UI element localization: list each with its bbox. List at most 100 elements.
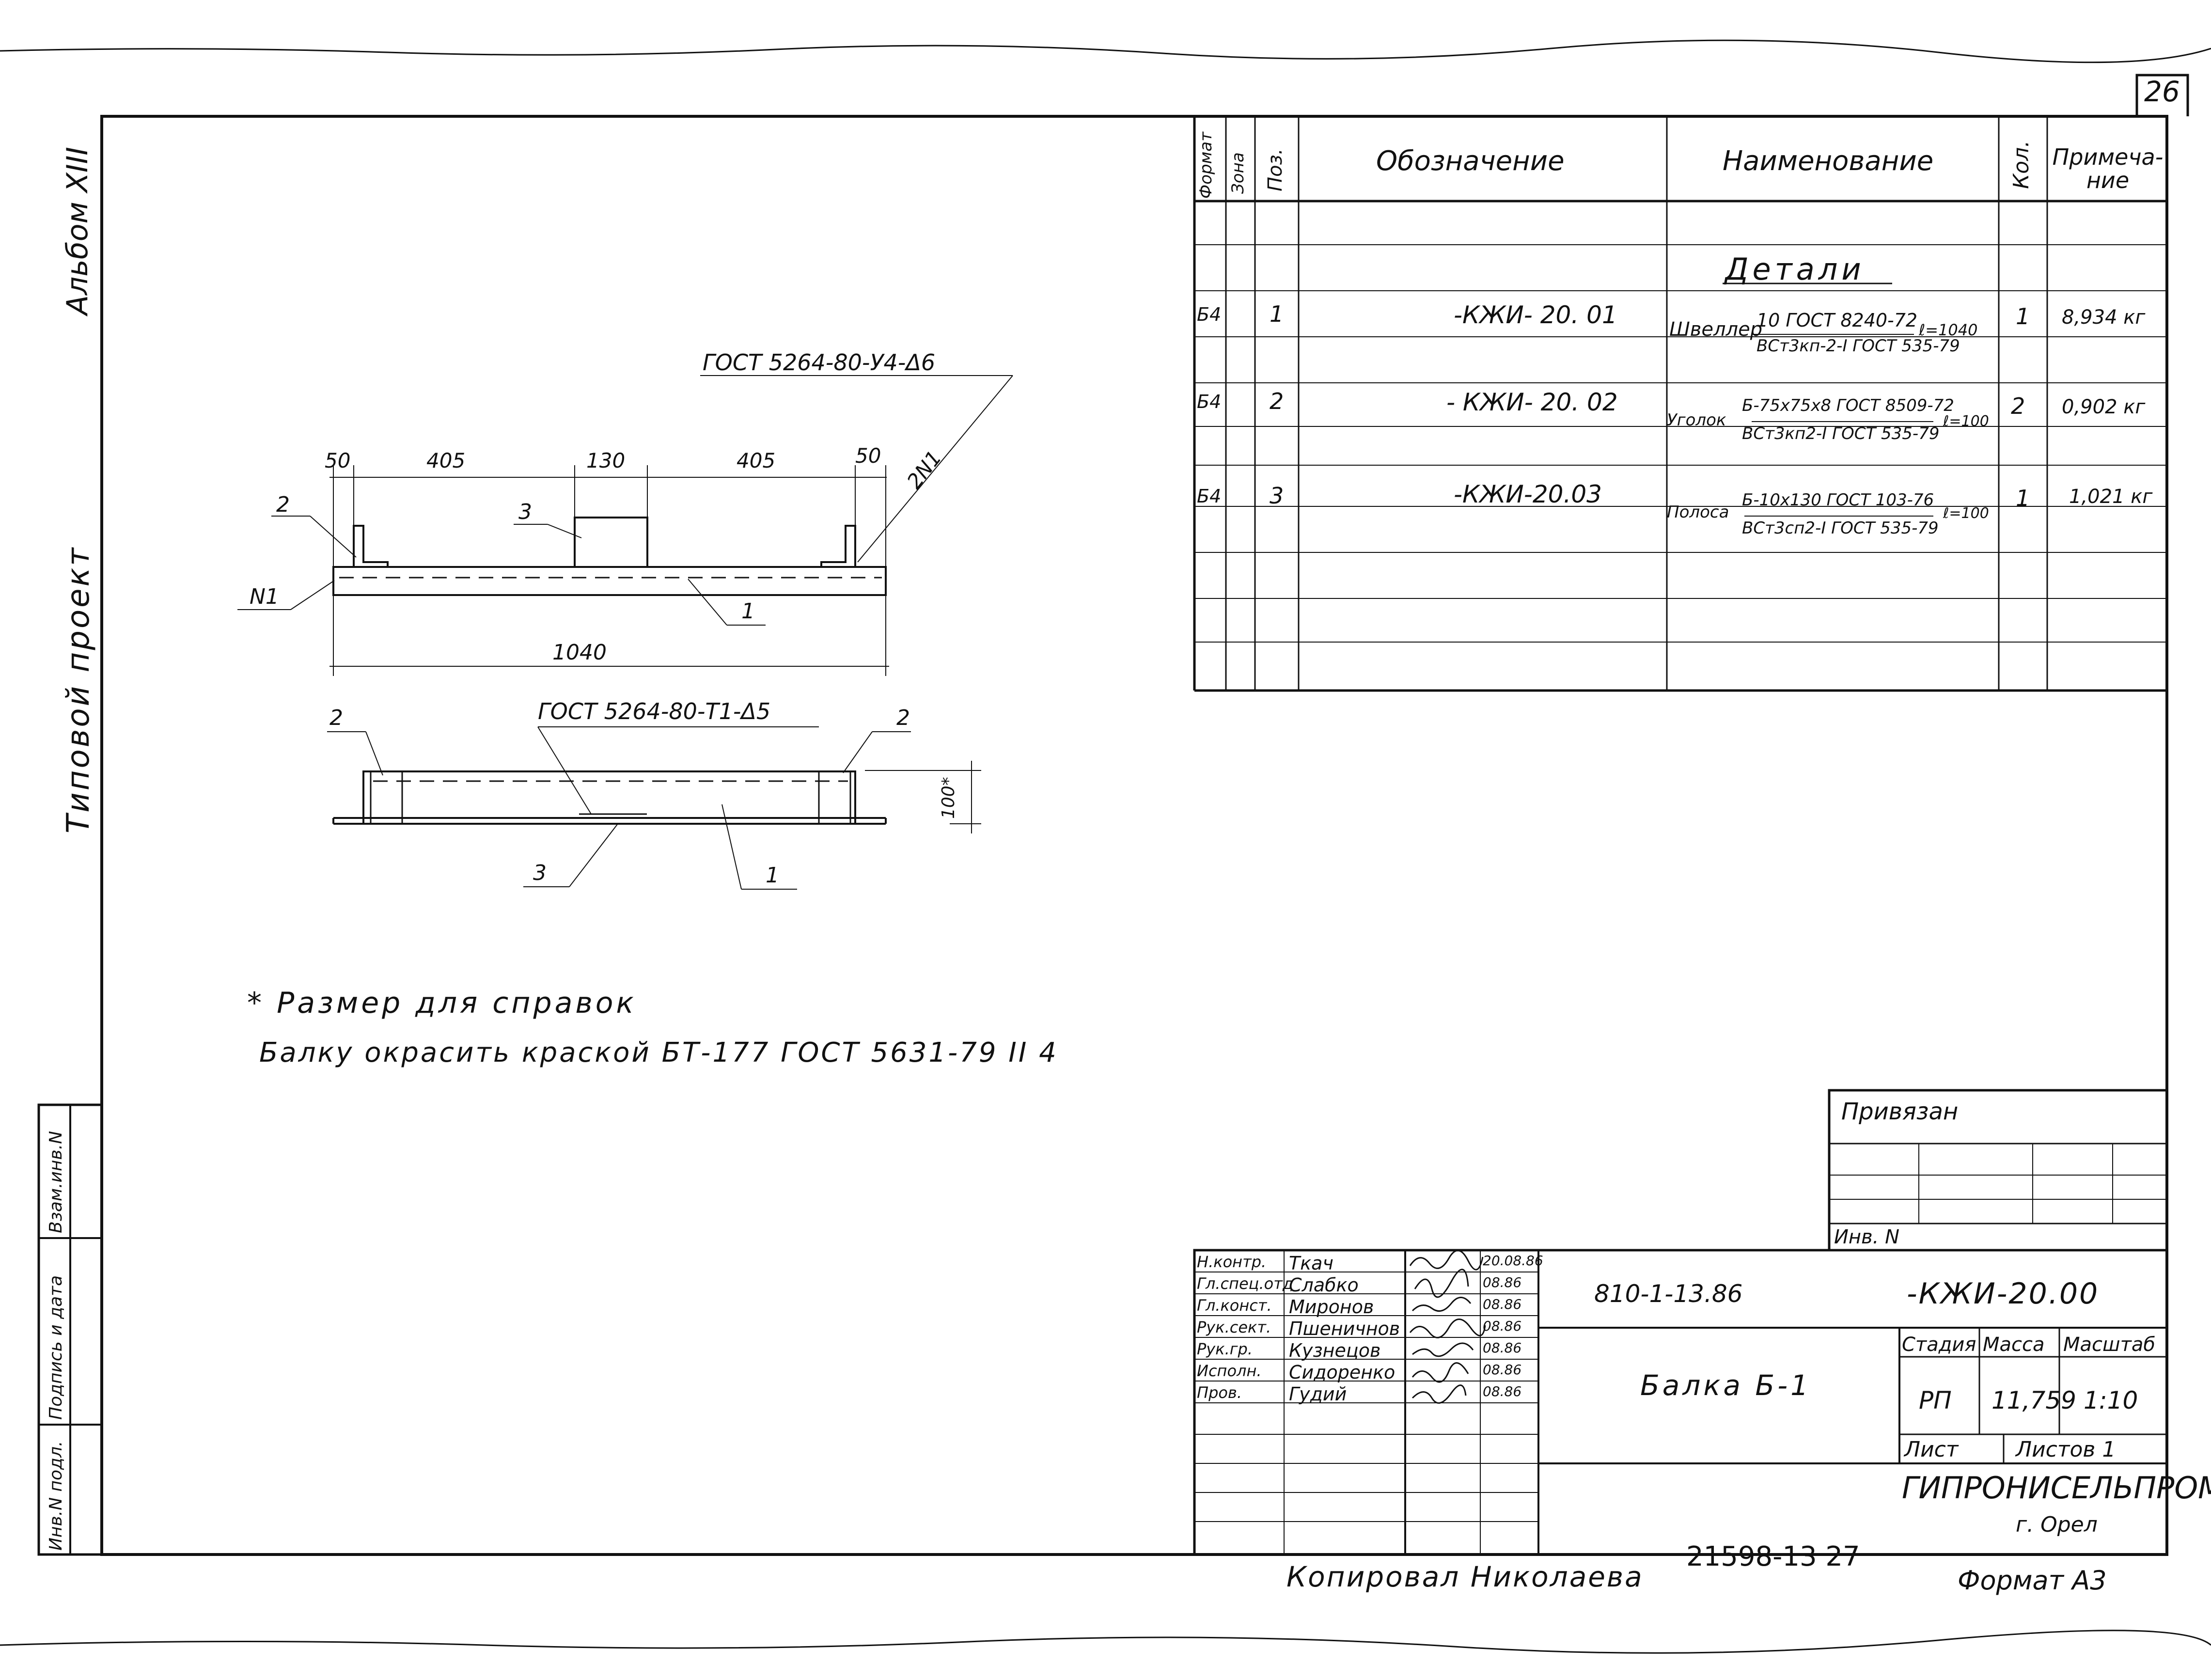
row2-qty: 2 (2011, 393, 2025, 419)
footer-format: Формат А3 (1958, 1565, 2107, 1596)
tb-name-3: Миронов (1289, 1296, 1374, 1318)
header-zone: Зона (1228, 152, 1248, 194)
dim-130: 130 (586, 449, 626, 472)
side-stamp (37, 1103, 103, 1556)
header-pos: Поз. (1264, 148, 1286, 191)
weld-bottom-label: ГОСТ 5264-80-Т1-Δ5 (538, 698, 771, 724)
tb-stage: РП (1919, 1386, 1952, 1414)
row2-name-prefix: Уголок (1667, 410, 1726, 430)
dim-100: 100* (939, 777, 958, 819)
tb-date-5: 08.86 (1483, 1340, 1522, 1356)
tb-date-4: 08.86 (1483, 1318, 1522, 1334)
row3-pos: 3 (1270, 483, 1284, 509)
tb-date-6: 08.86 (1483, 1362, 1522, 1378)
callout-2-top: 2 (276, 492, 290, 517)
tb-role-2: Гл.спец.отд (1197, 1274, 1293, 1293)
signatures (1409, 1250, 1486, 1404)
dim-405-left: 405 (426, 449, 466, 472)
tb-date-7: 08.86 (1483, 1383, 1522, 1399)
tb-sheets-header: Листов 1 (2016, 1437, 2116, 1462)
row2-name-top: Б-75х75х8 ГОСТ 8509-72 (1742, 396, 1954, 415)
header-name: Наименование (1723, 145, 1934, 177)
callout-1-top: 1 (741, 599, 755, 624)
beam-drawing (237, 375, 1013, 890)
row1-name-top: 10 ГОСТ 8240-72 (1756, 310, 1918, 331)
tb-role-5: Рук.гр. (1197, 1340, 1253, 1358)
row2-pos: 2 (1270, 388, 1284, 414)
row1-pos: 1 (1270, 301, 1284, 327)
tb-date-1: 20.08.86 (1483, 1253, 1543, 1269)
row3-length: ℓ=100 (1943, 505, 1989, 522)
row1-designation: -КЖИ- 20. 01 (1454, 301, 1617, 329)
row2-designation: - КЖИ- 20. 02 (1446, 388, 1618, 416)
binding-inv: Инв. N (1834, 1226, 1899, 1248)
row3-qty: 1 (2016, 485, 2030, 511)
stamp-inv-label: Инв.N подл. (46, 1441, 66, 1551)
tb-mass-header: Масса (1983, 1334, 2045, 1356)
row1-length: ℓ=1040 (1919, 321, 1978, 339)
row3-note: 1,021 кг (2069, 486, 2153, 508)
dim-50-right: 50 (855, 444, 881, 468)
tb-doc: -КЖИ-20.00 (1907, 1277, 2100, 1311)
callout-3-top: 3 (518, 500, 532, 524)
footer-code: 21598-13 27 (1686, 1541, 1860, 1572)
row1-note: 8,934 кг (2062, 306, 2146, 329)
binding-title: Привязан (1841, 1098, 1959, 1125)
tb-name-2: Слабко (1289, 1274, 1359, 1296)
row1-name-bottom: ВСт3кп-2-I ГОСТ 535-79 (1756, 336, 1960, 356)
tb-mass: 11,759 (1991, 1386, 2076, 1414)
tb-name-4: Пшеничнов (1289, 1318, 1400, 1339)
callout-2-bottom-left: 2 (329, 706, 343, 730)
tb-date-3: 08.86 (1483, 1296, 1522, 1312)
tb-name-6: Сидоренко (1289, 1362, 1396, 1383)
tb-title: Балка Б-1 (1640, 1369, 1812, 1402)
tb-scale-header: Масштаб (2063, 1334, 2156, 1356)
tb-scale: 1:10 (2084, 1386, 2138, 1414)
header-format: Формат (1196, 132, 1216, 199)
tb-code: 810-1-13.86 (1594, 1280, 1743, 1308)
callout-1-bottom: 1 (766, 863, 779, 888)
row1-format: Б4 (1197, 304, 1222, 325)
tb-sheet-header: Лист (1904, 1437, 1959, 1462)
title-block-grid (1193, 1249, 2168, 1556)
tb-role-1: Н.контр. (1197, 1253, 1267, 1271)
tb-city: г. Орел (2016, 1512, 2098, 1537)
tb-name-5: Кузнецов (1289, 1340, 1381, 1361)
header-note: Примеча-ние (2052, 144, 2164, 194)
row2-note: 0,902 кг (2062, 396, 2146, 418)
tb-date-2: 08.86 (1483, 1274, 1522, 1290)
header-designation: Обозначение (1376, 145, 1565, 177)
n1-label: N1 (250, 584, 279, 609)
row3-format: Б4 (1197, 486, 1222, 507)
tb-role-4: Рук.сект. (1197, 1318, 1271, 1336)
sheet-number: 26 (2144, 75, 2180, 108)
spec-table-grid (1193, 116, 2167, 692)
callout-3-bottom: 3 (533, 861, 547, 885)
stamp-sign-label: Подпись и дата (46, 1275, 66, 1420)
tb-name-1: Ткач (1289, 1253, 1333, 1274)
row3-name-prefix: Полоса (1667, 502, 1729, 522)
row1-qty: 1 (2016, 303, 2030, 330)
weld-top-label: ГОСТ 5264-80-У4-Δ6 (703, 349, 936, 376)
footer-copied: Копировал Николаева (1286, 1560, 1644, 1593)
tb-stage-header: Стадия (1902, 1334, 1976, 1356)
tb-org: ГИПРОНИСЕЛЬПРОМ (1902, 1470, 2211, 1506)
note-reference: * Размер для справок (247, 986, 637, 1020)
album-label: Альбом XIII (61, 147, 94, 315)
section-title: Детали (1725, 251, 1865, 287)
tb-role-3: Гл.конст. (1197, 1296, 1272, 1315)
binding-grid (1828, 1089, 2168, 1252)
top-edge-line (0, 39, 2211, 63)
dim-total: 1040 (552, 640, 607, 665)
tb-role-7: Пров. (1197, 1383, 1242, 1402)
row2-length: ℓ=100 (1943, 413, 1989, 430)
row3-designation: -КЖИ-20.03 (1454, 480, 1602, 508)
row2-name-bottom: ВСт3кп2-I ГОСТ 535-79 (1742, 424, 1940, 443)
row1-name-prefix: Швеллер (1669, 318, 1763, 341)
project-label: Типовой проект (61, 546, 96, 833)
tb-role-6: Исполн. (1197, 1362, 1262, 1380)
tb-name-7: Гудий (1289, 1383, 1347, 1405)
row2-format: Б4 (1197, 391, 1222, 412)
callout-2-bottom-right: 2 (896, 706, 910, 730)
